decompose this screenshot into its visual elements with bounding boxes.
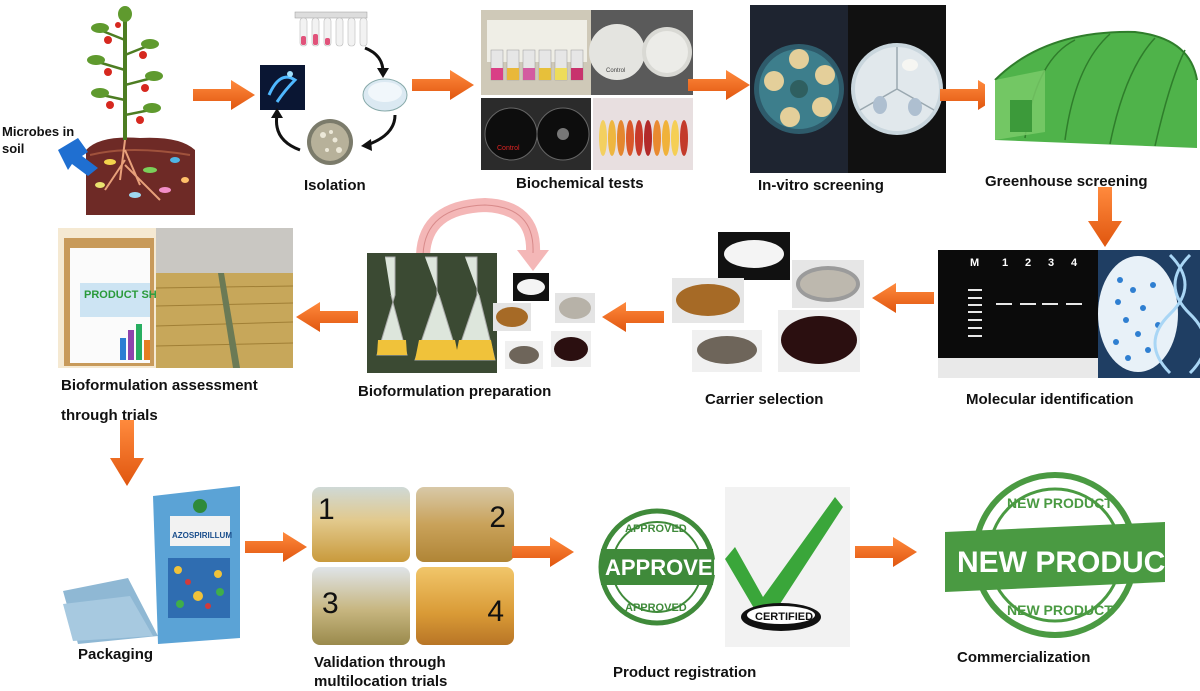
new-product-stamp-icon: NEW PRODUCT NEW PRODUCT NEW PRODUCT	[945, 472, 1184, 638]
svg-text:NEW PRODUCT: NEW PRODUCT	[1007, 495, 1113, 511]
svg-text:Control: Control	[497, 145, 520, 152]
stage-registration: APPROVED APPROVED APPROVED CERTIFIED Pro…	[595, 487, 855, 687]
flow-arrow-2	[412, 70, 474, 100]
stage-invitro: In-vitro screening	[750, 5, 946, 200]
isolation-cycle-illustration	[260, 11, 408, 165]
gel-and-dna-image: M 1 2 3 4	[938, 250, 1200, 378]
flow-arrow-7-left	[602, 302, 664, 332]
certified-check-icon: CERTIFIED	[725, 497, 843, 631]
test-tubes-icon	[294, 11, 368, 47]
trial-number-2: 2	[489, 501, 506, 534]
trial-number-4: 4	[487, 595, 504, 628]
stage-validation: 1 2 3 4 Validation through multilocation…	[312, 487, 517, 691]
flow-arrow-8-left	[296, 302, 358, 332]
bacteria-micrograph-icon	[260, 65, 305, 110]
registration-label: Product registration	[613, 664, 757, 681]
flow-arrow-3	[688, 70, 750, 100]
trial-number-1: 1	[318, 493, 335, 526]
svg-text:APPROVED: APPROVED	[625, 602, 687, 614]
stage-molecular: M 1 2 3 4 Molecular identification	[938, 250, 1200, 415]
flow-arrow-5-down	[1088, 187, 1122, 247]
svg-text:CERTIFIED: CERTIFIED	[755, 611, 813, 623]
molecular-label: Molecular identification	[966, 391, 1134, 408]
validation-label: Validation through multilocation trials	[314, 654, 448, 690]
carrier-samples	[672, 232, 864, 372]
trial-field-4: 4	[416, 567, 514, 645]
loop-arrow-icon	[416, 197, 541, 256]
gel-electrophoresis-icon	[938, 250, 1098, 378]
pointer-arrow-icon	[58, 138, 98, 176]
plant-soil-illustration	[58, 6, 195, 215]
trial-field-1: 1	[312, 487, 410, 562]
dna-helix-icon	[1153, 253, 1200, 375]
trial-number-3: 3	[322, 587, 339, 620]
svg-text:NEW PRODUCT: NEW PRODUCT	[957, 546, 1165, 579]
white-powder-icon	[724, 240, 784, 268]
invitro-plates	[750, 5, 946, 173]
greenhouse-label: Greenhouse screening	[985, 173, 1148, 190]
stage-greenhouse: Greenhouse screening	[985, 20, 1200, 195]
flow-arrow-10	[245, 532, 307, 562]
commercialization-label: Commercialization	[957, 649, 1091, 666]
svg-text:2: 2	[1025, 257, 1031, 269]
svg-text:4: 4	[1071, 257, 1078, 269]
invitro-label: In-vitro screening	[758, 177, 884, 194]
svg-text:APPROVED: APPROVED	[625, 523, 687, 535]
isolation-label: Isolation	[304, 177, 366, 194]
svg-text:NEW PRODUCT: NEW PRODUCT	[1007, 602, 1113, 618]
brown-carrier-icon	[676, 284, 740, 316]
mini-bars-icon	[120, 324, 150, 360]
carrier-label: Carrier selection	[705, 391, 824, 408]
microbe-dots	[95, 157, 189, 198]
svg-text:1: 1	[1002, 257, 1008, 269]
biochemical-collage: Control Control	[481, 10, 693, 170]
stage-packaging: AZOSPIRILLUM Packaging	[58, 486, 258, 676]
assessment-image: PRODUCT SHELF LIFE	[58, 228, 294, 368]
flow-arrow-12	[855, 537, 917, 567]
prep-label: Bioformulation preparation	[358, 383, 552, 400]
soil-label: Microbes in soil	[2, 124, 75, 156]
stage-prep: Bioformulation preparation	[355, 195, 605, 405]
svg-text:AZOSPIRILLUM: AZOSPIRILLUM	[172, 531, 232, 540]
greenhouse-tunnel-icon	[985, 20, 1200, 150]
stage-isolation: Isolation	[255, 10, 415, 194]
stage-biochemical: Control Control Biochemical tests	[481, 10, 693, 195]
stage-soil-microbes: Microbes in soil	[0, 0, 200, 220]
svg-text:APPROVED: APPROVED	[605, 555, 728, 580]
flow-arrow-6-left	[872, 283, 934, 313]
flow-arrow-9-down	[110, 420, 144, 486]
bioformulation-prep-image	[367, 197, 595, 373]
biochemical-label: Biochemical tests	[516, 175, 644, 192]
stage-assessment: PRODUCT SHELF LIFE Bioformulation assess…	[58, 228, 298, 428]
dark-carrier-icon	[781, 316, 857, 364]
svg-text:M: M	[970, 257, 979, 269]
packaging-image: AZOSPIRILLUM	[63, 486, 240, 644]
flow-arrow-11	[512, 537, 574, 567]
assessment-label: Bioformulation assessment through trials	[61, 377, 258, 424]
svg-text:3: 3	[1048, 257, 1054, 269]
reagent-tubes-icon	[487, 20, 587, 81]
packaging-label: Packaging	[78, 646, 154, 663]
registration-image: APPROVED APPROVED APPROVED CERTIFIED	[595, 487, 850, 647]
flow-arrow-1	[193, 80, 255, 110]
control-plate-icon	[589, 24, 645, 80]
stage-commercialization: NEW PRODUCT NEW PRODUCT NEW PRODUCT Comm…	[945, 470, 1200, 670]
color-strip-icon	[599, 120, 688, 156]
approved-stamp-icon: APPROVED APPROVED APPROVED	[598, 508, 728, 626]
trial-field-3: 3	[312, 567, 410, 645]
stage-carrier: Carrier selection	[670, 230, 870, 415]
svg-text:Control: Control	[606, 68, 625, 74]
trial-field-2: 2	[416, 487, 514, 562]
